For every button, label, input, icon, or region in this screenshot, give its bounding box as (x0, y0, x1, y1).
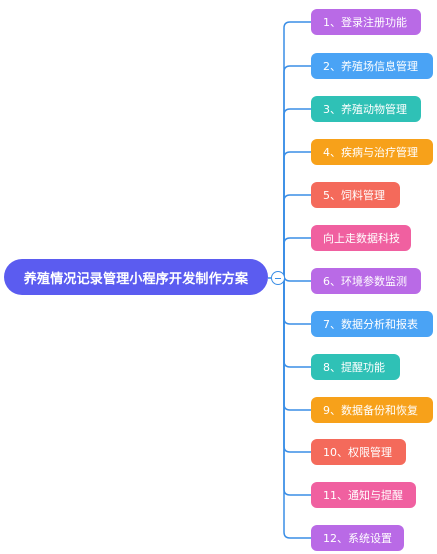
child-node-2[interactable]: 2、养殖场信息管理 (311, 53, 433, 79)
child-node-3[interactable]: 3、养殖动物管理 (311, 96, 421, 122)
child-node-5[interactable]: 5、饲料管理 (311, 182, 400, 208)
child-node-9[interactable]: 8、提醒功能 (311, 354, 400, 380)
collapse-toggle-icon[interactable] (271, 271, 285, 285)
child-node-12[interactable]: 11、通知与提醒 (311, 482, 416, 508)
connector-6 (283, 237, 311, 278)
child-node-13[interactable]: 12、系统设置 (311, 525, 404, 551)
child-node-1[interactable]: 1、登录注册功能 (311, 9, 421, 35)
child-node-11[interactable]: 10、权限管理 (311, 439, 406, 465)
connector-10 (283, 278, 311, 411)
root-node[interactable]: 养殖情况记录管理小程序开发制作方案 (4, 259, 268, 295)
connector-13 (283, 278, 311, 539)
child-node-7[interactable]: 6、环境参数监测 (311, 268, 421, 294)
connector-5 (283, 194, 311, 278)
child-node-10[interactable]: 9、数据备份和恢复 (311, 397, 433, 423)
connector-2 (283, 65, 311, 278)
connector-1 (283, 21, 311, 278)
connector-8 (283, 278, 311, 325)
connector-12 (283, 278, 311, 496)
child-node-4[interactable]: 4、疾病与治疗管理 (311, 139, 433, 165)
child-node-8[interactable]: 7、数据分析和报表 (311, 311, 433, 337)
connector-9 (283, 278, 311, 368)
connector-4 (283, 151, 311, 278)
connector-7 (283, 274, 311, 282)
connector-3 (283, 108, 311, 278)
child-node-6[interactable]: 向上走数据科技 (311, 225, 411, 251)
connector-11 (283, 278, 311, 453)
